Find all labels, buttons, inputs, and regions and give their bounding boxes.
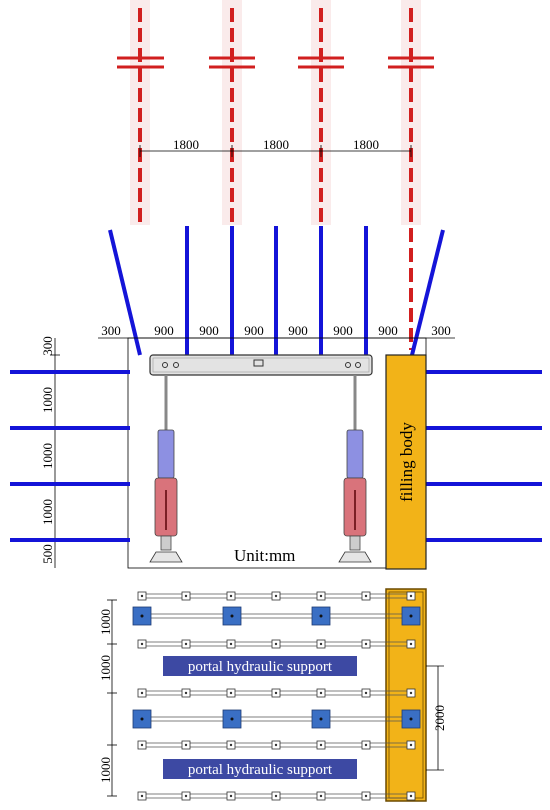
mid-dim-4: 900: [244, 323, 264, 338]
support-label-box-2: [163, 759, 357, 779]
left-dim-4: 1000: [40, 499, 55, 525]
mid-dim-3: 900: [199, 323, 219, 338]
roof-bolts: [108, 226, 445, 356]
red-dashed-lines: [117, 0, 434, 350]
left-dim-3: 1000: [40, 443, 55, 469]
bottom-left-dim-1: 1000: [98, 609, 113, 635]
bottom-right-dim: 2000: [432, 705, 447, 731]
side-bolts: [10, 370, 542, 542]
hydraulic-leg-right: [338, 375, 372, 563]
top-dim-2: 1800: [263, 137, 289, 152]
red-dashed-line-4: [388, 0, 434, 350]
mid-dim-7: 900: [378, 323, 398, 338]
mid-dimension: 300 900 900 900 900 900 900 300: [98, 323, 455, 339]
support-label-1: portal hydraulic support: [188, 659, 333, 675]
left-dim-5: 500: [40, 544, 55, 564]
unit-label: Unit:mm: [234, 546, 295, 565]
left-dim-2: 1000: [40, 387, 55, 413]
filling-body-label: filling body: [397, 422, 416, 502]
mid-dim-5: 900: [288, 323, 308, 338]
mid-dim-6: 900: [333, 323, 353, 338]
support-label-box-1: [163, 656, 357, 676]
bottom-left-dim-2: 1000: [98, 655, 113, 681]
left-dim-1: 300: [40, 336, 55, 356]
red-dashed-line-1: [117, 0, 164, 228]
hydraulic-leg-left: [149, 375, 183, 563]
bottom-left-dim-3: 1000: [98, 757, 113, 783]
plan-view: portal hydraulic support portal hydrauli…: [98, 588, 447, 802]
filling-body: filling body: [385, 354, 427, 570]
mid-dim-1: 300: [101, 323, 121, 338]
top-dim-1: 1800: [173, 137, 199, 152]
left-dimension: 300 1000 1000 1000 500: [40, 336, 60, 568]
support-label-2: portal hydraulic support: [188, 762, 333, 778]
support-beam: [149, 354, 373, 376]
red-dashed-line-3: [298, 0, 344, 228]
red-dashed-line-2: [209, 0, 255, 228]
top-dimension: 1800 1800 1800: [139, 137, 412, 157]
mid-dim-8: 300: [431, 323, 451, 338]
top-dim-3: 1800: [353, 137, 379, 152]
mid-dim-2: 900: [154, 323, 174, 338]
